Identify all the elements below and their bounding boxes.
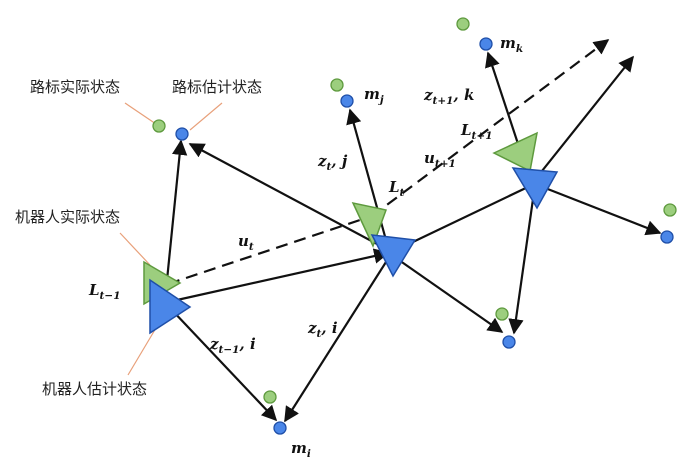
landmark-actual-mk bbox=[456, 17, 470, 31]
label-pose-prev: Lt−1 bbox=[88, 281, 121, 302]
label-landmark-actual: 路标实际状态 bbox=[30, 78, 120, 96]
observation-arrow-prev-to-mi bbox=[169, 307, 278, 422]
landmark-actual-left bbox=[152, 119, 166, 133]
observation-arrow-next-to-bottom bbox=[508, 191, 536, 335]
observation-arrow-t-to-right bbox=[395, 257, 504, 333]
landmark-estimated-left bbox=[175, 127, 189, 141]
label-observation-t-j: zt, j bbox=[317, 152, 348, 173]
label-landmark-mk: mk bbox=[500, 34, 523, 55]
label-pose-t: Lt bbox=[388, 178, 405, 199]
label-robot-actual: 机器人实际状态 bbox=[15, 208, 120, 226]
robot-estimated-pose-t bbox=[370, 234, 417, 278]
landmark-actual-mi bbox=[263, 390, 277, 404]
robot-estimated-pose-prev bbox=[149, 278, 192, 335]
actual-trajectory-dashed-2 bbox=[371, 39, 610, 217]
landmark-actual-right bbox=[663, 203, 677, 217]
pointer-line-landmark-estimated bbox=[189, 102, 223, 131]
label-observation-t-i: zt, i bbox=[307, 319, 338, 340]
label-control-next: ut+1 bbox=[424, 149, 456, 170]
landmark-estimated-bottom bbox=[502, 335, 516, 349]
estimated-motion-arrow-3 bbox=[529, 55, 634, 187]
actual-trajectory-dashed-1 bbox=[167, 214, 373, 286]
landmark-estimated-right bbox=[660, 230, 674, 244]
label-landmark-estimated: 路标估计状态 bbox=[172, 78, 262, 96]
label-robot-estimated: 机器人估计状态 bbox=[42, 380, 147, 398]
observation-arrow-t-to-landmark bbox=[188, 143, 393, 253]
label-pose-next: Lt+1 bbox=[460, 121, 493, 142]
pointer-line-robot-estimated bbox=[127, 327, 157, 376]
observation-arrow-t-to-mi bbox=[284, 261, 387, 423]
pointer-line-landmark-actual bbox=[124, 102, 157, 125]
pointer-line-robot-actual bbox=[119, 232, 151, 266]
label-observation-next-k: zt+1, k bbox=[423, 86, 474, 107]
landmark-actual-mj bbox=[330, 78, 344, 92]
robot-actual-pose-next bbox=[492, 131, 539, 173]
label-landmark-mj: mj bbox=[364, 85, 384, 106]
label-control-t: ut bbox=[238, 232, 254, 253]
observation-arrow-prev-to-landmark bbox=[163, 139, 188, 301]
robot-estimated-pose-next bbox=[511, 167, 559, 210]
estimated-motion-arrow-1 bbox=[167, 248, 390, 304]
landmark-estimated-mi bbox=[273, 421, 287, 435]
label-observation-prev-i: zt−1, i bbox=[209, 335, 256, 356]
label-landmark-mi: mi bbox=[291, 439, 311, 460]
observation-arrow-next-to-right bbox=[539, 184, 662, 236]
robot-actual-pose-t bbox=[351, 201, 387, 248]
landmark-estimated-mj bbox=[340, 94, 354, 108]
landmark-actual-bottom bbox=[495, 307, 509, 321]
landmark-estimated-mk bbox=[479, 37, 493, 51]
